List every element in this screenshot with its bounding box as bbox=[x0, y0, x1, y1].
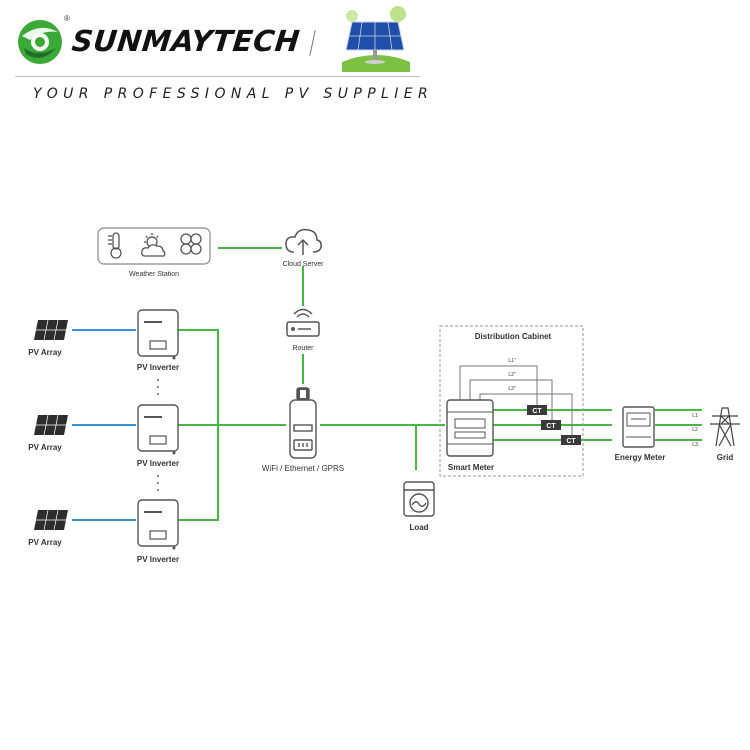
distribution-cabinet-label: Distribution Cabinet bbox=[475, 332, 552, 341]
page-header: ® SUNMAYTECH YOUR PROFESSIONAL PV SUPPLI… bbox=[0, 0, 750, 110]
energy-meter-label: Energy Meter bbox=[615, 453, 666, 462]
smart-meter-label: Smart Meter bbox=[448, 463, 494, 472]
energy-meter-icon bbox=[622, 406, 655, 448]
pv-inverter-3: PV Inverter bbox=[137, 499, 179, 564]
sunmaytech-logo-icon bbox=[18, 20, 62, 64]
tagline: YOUR PROFESSIONAL PV SUPPLIER bbox=[33, 86, 434, 102]
router: Router bbox=[286, 308, 320, 352]
line-l3-label: L3 bbox=[692, 442, 698, 448]
ct-sensor-3: CT bbox=[561, 435, 581, 445]
pv-inverter-2-label: PV Inverter bbox=[137, 459, 179, 468]
pv-array-2: PV Array bbox=[28, 414, 68, 452]
ct-3-label: CT bbox=[566, 438, 576, 445]
transmission-tower-icon bbox=[710, 407, 740, 447]
weather-station: Weather Station bbox=[97, 227, 211, 278]
header-rule bbox=[15, 76, 420, 77]
registered-mark: ® bbox=[64, 14, 70, 23]
line-l3-prime-label: L3" bbox=[508, 386, 516, 392]
pv-inverter-1-label: PV Inverter bbox=[137, 363, 179, 372]
solar-panel-photo-icon bbox=[342, 6, 410, 72]
load-label: Load bbox=[409, 523, 428, 532]
weather-station-label: Weather Station bbox=[129, 271, 179, 278]
inverter-icon bbox=[137, 404, 179, 455]
washing-machine-icon bbox=[403, 481, 435, 517]
grid: Grid bbox=[710, 407, 740, 462]
energy-meter: Energy Meter bbox=[615, 406, 666, 462]
datalogger-icon bbox=[289, 387, 317, 459]
pv-inverter-1: PV Inverter bbox=[137, 309, 179, 372]
pv-array-2-label: PV Array bbox=[28, 443, 62, 452]
ct-sensor-2: CT bbox=[541, 420, 561, 430]
datalogger: WiFi / Ethernet / GPRS bbox=[262, 387, 344, 473]
pv-array-3-label: PV Array bbox=[28, 538, 62, 547]
line-l1-prime-label: L1" bbox=[508, 358, 516, 364]
cloud-server-label: Cloud Server bbox=[283, 261, 325, 268]
cloud-upload-icon bbox=[285, 228, 322, 255]
cloud-server: Cloud Server bbox=[283, 228, 325, 268]
fan-icon bbox=[180, 233, 202, 255]
datalogger-label: WiFi / Ethernet / GPRS bbox=[262, 464, 344, 473]
ct-wires bbox=[459, 365, 573, 435]
inverter-icon bbox=[137, 499, 179, 550]
line-l1-label: L1 bbox=[692, 413, 698, 419]
inverter-ellipsis bbox=[157, 379, 159, 491]
pv-array-3: PV Array bbox=[28, 509, 68, 547]
ct-sensor-1: CT bbox=[527, 405, 547, 415]
ct-1-label: CT bbox=[532, 408, 542, 415]
pv-array-1: PV Array bbox=[28, 319, 68, 357]
router-label: Router bbox=[292, 345, 314, 352]
router-icon bbox=[286, 308, 320, 337]
distribution-cabinet: Distribution Cabinet L1" L2" L3" Smart M… bbox=[439, 325, 584, 477]
sun-cloud-icon bbox=[141, 233, 166, 257]
pv-inverter-3-label: PV Inverter bbox=[137, 555, 179, 564]
thermometer-icon bbox=[108, 232, 122, 259]
load: Load bbox=[403, 481, 435, 532]
ct-2-label: CT bbox=[546, 423, 556, 430]
grid-label: Grid bbox=[717, 453, 734, 462]
line-l2-label: L2 bbox=[692, 427, 698, 433]
inverter-icon bbox=[137, 309, 179, 360]
pv-inverter-2: PV Inverter bbox=[137, 404, 179, 468]
smart-meter-icon bbox=[446, 399, 494, 457]
line-l2-prime-label: L2" bbox=[508, 372, 516, 378]
pv-array-1-label: PV Array bbox=[28, 348, 62, 357]
dc-lines bbox=[72, 329, 136, 521]
